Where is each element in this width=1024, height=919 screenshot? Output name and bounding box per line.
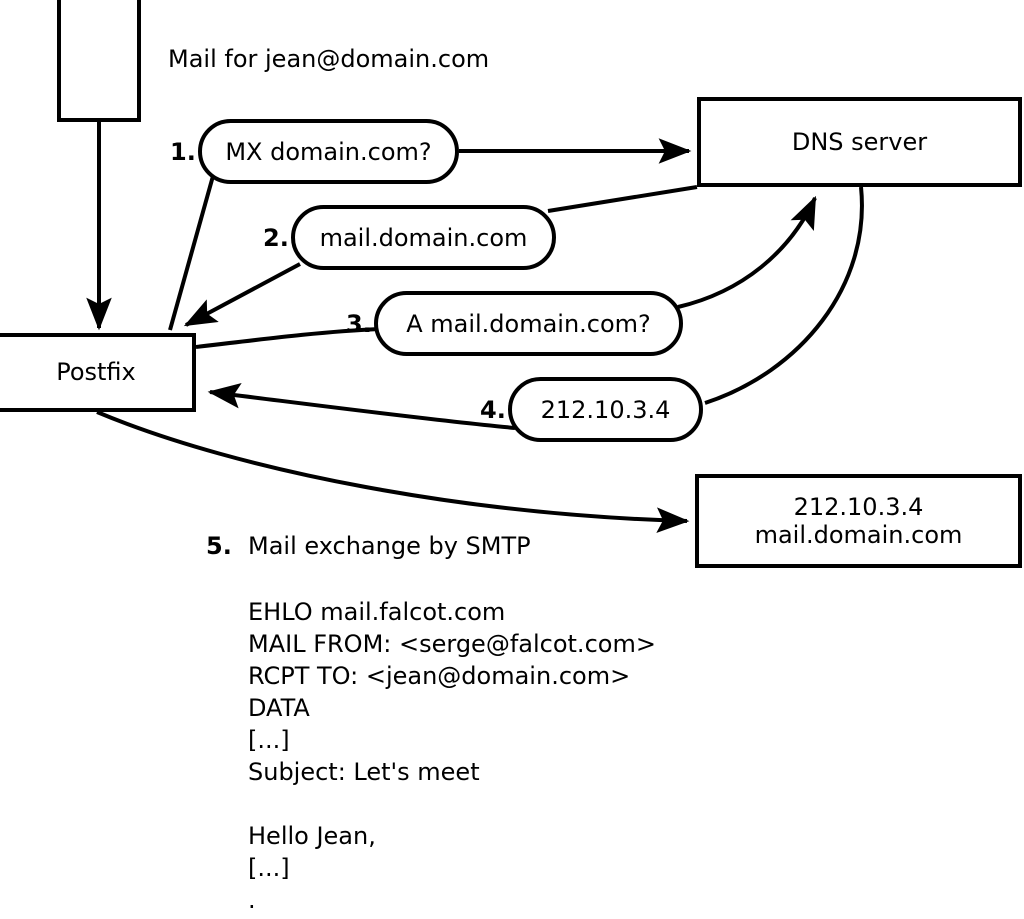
message-bubble-a-answer[interactable]: 212.10.3.4: [508, 377, 703, 442]
smtp-transcript-line: EHLO mail.falcot.com: [248, 598, 506, 626]
message-bubble-mx-answer-label: mail.domain.com: [319, 223, 528, 252]
connector-step4-bubble-to-postfix: [207, 382, 516, 430]
connector-step4-dns-to-bubble: [704, 186, 864, 405]
connector-step1-postfix-to-bubble: [168, 175, 215, 331]
smtp-transcript-line: RCPT TO: <jean@domain.com>: [248, 662, 631, 690]
message-bubble-a-query[interactable]: A mail.domain.com?: [374, 291, 683, 356]
connector-step2-dns-to-bubble: [547, 185, 698, 213]
dns-server-box[interactable]: DNS server: [697, 97, 1022, 187]
smtp-transcript-line: [...]: [248, 726, 290, 754]
step-number-5: 5.: [206, 532, 232, 560]
mail-server-box[interactable]: 212.10.3.4 mail.domain.com: [695, 474, 1022, 568]
smtp-transcript-line: Subject: Let's meet: [248, 758, 480, 786]
step-number-3: 3.: [346, 310, 372, 338]
connector-step5-postfix-to-mailserver: [96, 410, 690, 533]
message-bubble-mx-query[interactable]: MX domain.com?: [198, 119, 459, 184]
connector-step2-bubble-to-postfix: [183, 262, 301, 327]
message-bubble-mx-query-label: MX domain.com?: [225, 137, 432, 166]
smtp-transcript-line: DATA: [248, 694, 310, 722]
smtp-transcript-line: [248, 788, 656, 820]
step-number-1: 1.: [170, 138, 196, 166]
connector-step3-postfix-to-bubble: [195, 327, 382, 349]
smtp-transcript-line: .: [248, 886, 256, 914]
connector-step3-bubble-to-dns: [677, 195, 817, 309]
incoming-mail-label: Mail for jean@domain.com: [168, 45, 490, 73]
step-number-4: 4.: [480, 396, 506, 424]
dns-server-label: DNS server: [791, 127, 928, 156]
client-box[interactable]: [57, 0, 141, 122]
smtp-transcript-line: Hello Jean,: [248, 822, 376, 850]
smtp-transcript-line: MAIL FROM: <serge@falcot.com>: [248, 630, 656, 658]
step-number-2: 2.: [263, 224, 289, 252]
smtp-transcript-line: [...]: [248, 854, 290, 882]
message-bubble-a-answer-label: 212.10.3.4: [540, 395, 671, 424]
postfix-label: Postfix: [56, 358, 136, 387]
message-bubble-mx-answer[interactable]: mail.domain.com: [291, 205, 556, 270]
mail-server-lines: 212.10.3.4 mail.domain.com: [755, 493, 963, 550]
mail-server-ip: 212.10.3.4: [793, 492, 924, 521]
step-5-label: Mail exchange by SMTP: [248, 532, 531, 560]
postfix-box[interactable]: Postfix: [0, 333, 196, 412]
mail-server-hostname: mail.domain.com: [754, 521, 963, 549]
message-bubble-a-query-label: A mail.domain.com?: [406, 309, 651, 338]
